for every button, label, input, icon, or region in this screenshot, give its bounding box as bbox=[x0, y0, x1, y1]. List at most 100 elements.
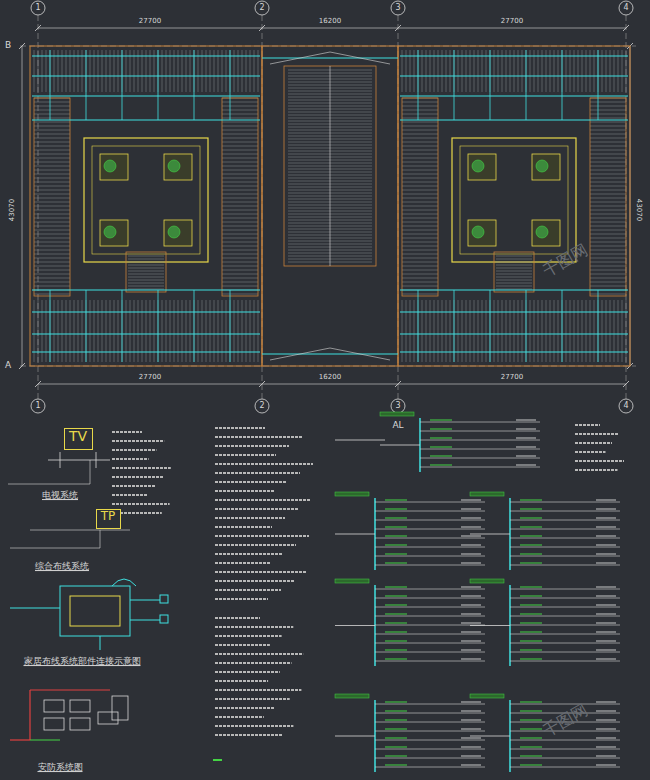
roof-hatch bbox=[54, 300, 55, 362]
roof-hatch bbox=[34, 206, 70, 207]
tv-cable bbox=[48, 460, 110, 461]
note-text-stroke bbox=[112, 494, 147, 496]
tv-cable bbox=[90, 460, 91, 484]
cable-route bbox=[158, 290, 159, 362]
circuit-tag bbox=[385, 659, 407, 660]
roof-hatch bbox=[590, 222, 626, 223]
roof-hatch bbox=[402, 274, 438, 275]
roof-hatch bbox=[222, 174, 258, 175]
roof-hatch bbox=[402, 174, 438, 175]
panel-tag bbox=[335, 492, 369, 496]
cable-route bbox=[400, 56, 628, 57]
dimension-tick bbox=[19, 363, 25, 369]
roof-hatch bbox=[222, 246, 258, 247]
note-text-stroke bbox=[575, 469, 618, 471]
circuit-line bbox=[375, 758, 485, 759]
roof-hatch bbox=[222, 130, 258, 131]
roof-hatch bbox=[570, 300, 571, 362]
courtyard-outline bbox=[460, 146, 568, 254]
roof-hatch bbox=[106, 300, 107, 362]
circuit-line bbox=[510, 661, 620, 662]
roof-hatch bbox=[594, 300, 595, 362]
roof-hatch bbox=[530, 300, 531, 362]
roof-hatch bbox=[402, 186, 438, 187]
circuit-line bbox=[375, 502, 485, 503]
tp-cable bbox=[30, 530, 130, 531]
dimension-tick bbox=[35, 381, 41, 387]
circuit-tag bbox=[461, 650, 481, 651]
circuit-tag bbox=[516, 420, 536, 421]
circuit-tag bbox=[520, 563, 542, 564]
roof-hatch bbox=[34, 286, 70, 287]
cable-route bbox=[32, 290, 260, 291]
circuit-tag bbox=[596, 632, 616, 633]
note-text-stroke bbox=[215, 716, 264, 718]
cable-route bbox=[32, 76, 260, 77]
circuit-line bbox=[375, 556, 485, 557]
planter bbox=[100, 220, 128, 246]
watermark: 千图网 bbox=[540, 700, 590, 739]
roof-hatch bbox=[510, 300, 511, 362]
circuit-line bbox=[375, 511, 485, 512]
circuit-tag bbox=[430, 447, 452, 448]
roof-hatch bbox=[602, 300, 603, 362]
dimension-tick bbox=[395, 25, 401, 31]
roof-hatch bbox=[482, 300, 483, 362]
roof-hatch bbox=[502, 300, 503, 362]
circuit-line bbox=[375, 704, 485, 705]
note-text-stroke bbox=[112, 476, 163, 478]
roof-hatch bbox=[226, 300, 227, 362]
stair-hatch bbox=[496, 280, 532, 281]
roof-hatch bbox=[34, 174, 70, 175]
stair-hatch bbox=[496, 265, 532, 266]
feeder-line bbox=[335, 440, 385, 441]
circuit-tag bbox=[385, 605, 407, 606]
roof-hatch bbox=[402, 278, 438, 279]
circuit-tag bbox=[520, 545, 542, 546]
circuit-tag bbox=[385, 738, 407, 739]
axis-bubble bbox=[619, 399, 633, 413]
roof-hatch bbox=[222, 226, 258, 227]
cable-route bbox=[598, 290, 599, 362]
cable-route bbox=[562, 50, 563, 120]
roof-hatch bbox=[434, 300, 435, 362]
note-text-stroke bbox=[575, 451, 606, 453]
tree-symbol bbox=[104, 226, 116, 238]
roof-hatch bbox=[110, 300, 111, 362]
note-text-stroke bbox=[215, 544, 296, 546]
roof-hatch bbox=[34, 254, 70, 255]
circuit-tag bbox=[385, 702, 407, 703]
feeder-line bbox=[470, 534, 510, 535]
note-text-stroke bbox=[215, 580, 294, 582]
circuit-tag bbox=[596, 729, 616, 730]
roof-hatch bbox=[430, 300, 431, 362]
cable-route bbox=[598, 50, 599, 120]
note-text-stroke bbox=[215, 436, 302, 438]
roof-hatch bbox=[590, 198, 626, 199]
circuit-tag bbox=[596, 641, 616, 642]
cable-route bbox=[490, 290, 491, 362]
roof-hatch bbox=[402, 206, 438, 207]
circuit-line bbox=[420, 440, 540, 441]
stair-hatch bbox=[496, 289, 532, 290]
circuit-tag bbox=[385, 729, 407, 730]
circuit-tag bbox=[430, 456, 452, 457]
roof-hatch bbox=[174, 300, 175, 362]
note-text-stroke bbox=[575, 460, 624, 462]
note-text-stroke bbox=[215, 472, 300, 474]
roof-hatch bbox=[402, 134, 438, 135]
roof-hatch bbox=[222, 154, 258, 155]
roof-hatch bbox=[590, 214, 626, 215]
cable-route bbox=[400, 334, 628, 335]
circuit-tag bbox=[520, 641, 542, 642]
roof-hatch bbox=[458, 300, 459, 362]
cable-route bbox=[50, 50, 51, 120]
outlet-symbol bbox=[160, 595, 168, 603]
roof-hatch bbox=[222, 134, 258, 135]
roof-hatch bbox=[606, 300, 607, 362]
note-text-stroke bbox=[215, 445, 289, 447]
feeder-line bbox=[335, 736, 375, 737]
circuit-tag bbox=[596, 518, 616, 519]
cable-route bbox=[194, 290, 195, 362]
circuit-tag bbox=[461, 632, 481, 633]
